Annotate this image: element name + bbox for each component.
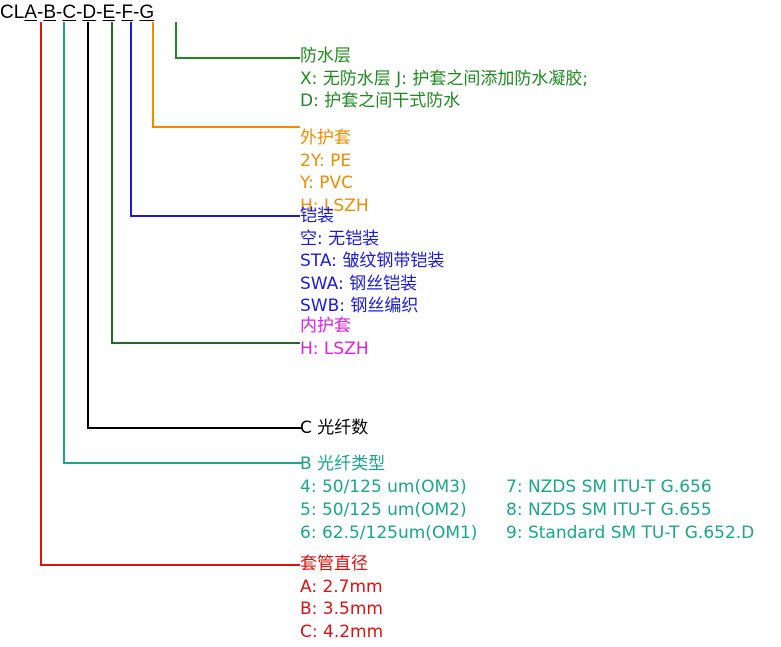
code-letter-c: C (62, 2, 77, 23)
waterproof-option: D: 护套之间干式防水 (300, 91, 461, 111)
fiber-type-block: B 光纤类型 (300, 453, 385, 476)
fiber-type-title: B 光纤类型 (300, 454, 386, 474)
leader-line-fiber-type (63, 22, 302, 464)
fiber-type-row: 6: 62.5/125um(OM1) 9: Standard SM TU-T G… (300, 522, 754, 545)
fiber-count-title: C 光纤数 (300, 418, 369, 438)
armor-option: SWA: 钢丝铠装 (300, 273, 418, 294)
code-sep: - (76, 2, 83, 23)
tube-diameter-option: B: 3.5mm (300, 599, 383, 619)
inner-sheath-option: H: LSZH (300, 338, 369, 359)
fiber-type-row: 4: 50/125 um(OM3) 7: NZDS SM ITU-T G.656 (300, 476, 754, 499)
leader-line-waterproof (175, 22, 300, 59)
fiber-type-row: 5: 50/125 um(OM2) 8: NZDS SM ITU-T G.655 (300, 499, 754, 522)
code-letter-e: E (102, 2, 116, 23)
armor-option: STA: 皱纹钢带铠装 (300, 251, 445, 271)
inner-sheath-block: 内护套 H: LSZH (300, 315, 369, 360)
leader-line-inner-sheath (111, 22, 300, 344)
leader-line-outer-sheath (152, 22, 300, 128)
code-letter-g: G (139, 2, 155, 23)
code-letter-d: D (82, 2, 97, 23)
inner-sheath-title: 内护套 (300, 316, 351, 336)
armor-block: 铠装 空: 无铠装 STA: 皱纹钢带铠装 SWA: 钢丝铠装 SWB: 钢丝编… (300, 205, 444, 318)
fiber-type-option: 4: 50/125 um(OM3) (300, 477, 467, 497)
armor-title: 铠装 (300, 206, 334, 226)
code-letter-f: F (121, 2, 134, 23)
tube-diameter-option: C: 4.2mm (300, 621, 384, 642)
fiber-type-table: 4: 50/125 um(OM3) 7: NZDS SM ITU-T G.656… (300, 476, 754, 545)
model-code: CLA-B-C-D-E-F-G (0, 2, 154, 24)
leader-line-fiber-count (87, 22, 302, 429)
code-sep: - (133, 2, 140, 23)
leader-line-armor (130, 22, 300, 217)
waterproof-title: 防水层 (300, 46, 351, 66)
outer-sheath-option: 2Y: PE (300, 150, 352, 171)
fiber-type-option: 8: NZDS SM ITU-T G.655 (506, 500, 712, 520)
outer-sheath-title: 外护套 (300, 128, 351, 148)
outer-sheath-block: 外护套 2Y: PE Y: PVC H: LSZH (300, 127, 369, 217)
tube-diameter-option: A: 2.7mm (300, 576, 383, 597)
leader-line-tube-diameter (40, 22, 300, 566)
fiber-type-option: 6: 62.5/125um(OM1) (300, 523, 478, 543)
code-prefix: CL (0, 2, 25, 23)
outer-sheath-option: H: LSZH (300, 195, 369, 216)
code-sep: - (115, 2, 122, 23)
fiber-count-block: C 光纤数 (300, 417, 368, 440)
code-sep: - (56, 2, 63, 23)
code-letter-b: B (43, 2, 56, 23)
code-letter-a: A (24, 2, 37, 23)
code-sep: - (36, 2, 44, 23)
armor-option: 空: 无铠装 (300, 228, 380, 249)
tube-diameter-block: 套管直径 A: 2.7mm B: 3.5mm C: 4.2mm (300, 553, 383, 643)
code-sep: - (96, 2, 103, 23)
waterproof-block: 防水层 X: 无防水层 J: 护套之间添加防水凝胶; D: 护套之间干式防水 (300, 45, 588, 113)
tube-diameter-title: 套管直径 (300, 554, 368, 574)
waterproof-option: X: 无防水层 J: 护套之间添加防水凝胶; (300, 68, 589, 89)
fiber-type-option: 9: Standard SM TU-T G.652.D (506, 523, 755, 543)
fiber-type-option: 7: NZDS SM ITU-T G.656 (506, 477, 712, 497)
armor-option: SWB: 钢丝编织 (300, 296, 419, 316)
outer-sheath-option: Y: PVC (300, 173, 354, 193)
fiber-type-option: 5: 50/125 um(OM2) (300, 500, 467, 520)
